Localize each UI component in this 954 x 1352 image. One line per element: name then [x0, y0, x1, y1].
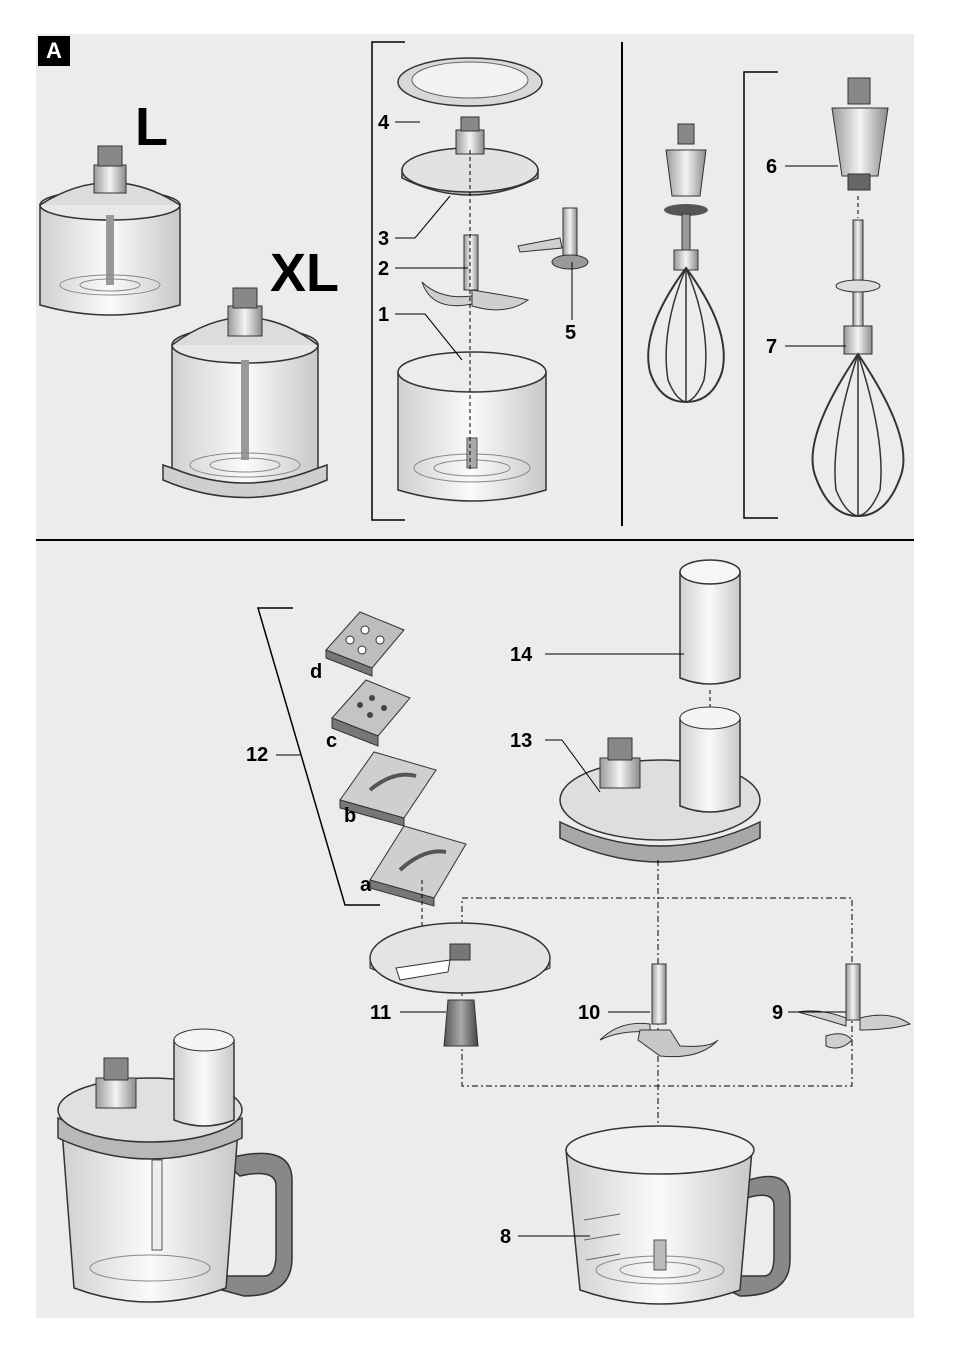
- leader-lines: [276, 122, 846, 1236]
- part-label-11: 11: [370, 1003, 391, 1023]
- whisk-assembled-illustration: [648, 124, 724, 402]
- bracket-whisk-parts: [744, 72, 778, 518]
- part-label-6: 6: [766, 157, 777, 177]
- emulsifying-disc-9-illustration: [798, 964, 910, 1048]
- processor-assembled-illustration: [58, 1029, 292, 1302]
- insert-label-d: d: [310, 662, 322, 682]
- blade-2-illustration: [422, 235, 528, 310]
- blade-10-illustration: [600, 964, 718, 1057]
- chopper-l-illustration: [40, 146, 180, 315]
- size-label-l: L: [135, 100, 168, 154]
- part-label-5: 5: [565, 323, 576, 343]
- bowl-1-illustration: [398, 352, 546, 501]
- part-label-13: 13: [510, 731, 532, 751]
- insert-label-c: c: [326, 731, 337, 751]
- whisk-7-illustration: [813, 220, 904, 516]
- gear-cover-3-illustration: [402, 117, 538, 195]
- size-label-xl: XL: [270, 246, 339, 300]
- part-label-14: 14: [510, 645, 532, 665]
- bowl-8-illustration: [566, 1126, 790, 1304]
- part-label-12: 12: [246, 745, 268, 765]
- part-label-9: 9: [772, 1003, 783, 1023]
- whipping-disc-5-illustration: [518, 208, 588, 269]
- insert-c-illustration: [332, 680, 410, 746]
- part-label-3: 3: [378, 229, 389, 249]
- lid-13-illustration: [560, 707, 760, 862]
- insert-label-b: b: [344, 806, 356, 826]
- disc-11-illustration: [370, 923, 550, 1046]
- whisk-coupling-6-illustration: [832, 78, 888, 190]
- lid-4-illustration: [398, 58, 542, 106]
- part-label-10: 10: [578, 1003, 600, 1023]
- pusher-14-illustration: [680, 560, 740, 684]
- insert-a-illustration: [370, 826, 466, 906]
- insert-d-illustration: [326, 612, 404, 676]
- part-label-2: 2: [378, 259, 389, 279]
- part-label-4: 4: [378, 113, 389, 133]
- part-label-1: 1: [378, 305, 389, 325]
- chopper-xl-illustration: [163, 288, 327, 498]
- insert-label-a: a: [360, 875, 371, 895]
- part-label-7: 7: [766, 337, 777, 357]
- section-badge: A: [38, 36, 70, 66]
- part-label-8: 8: [500, 1227, 511, 1247]
